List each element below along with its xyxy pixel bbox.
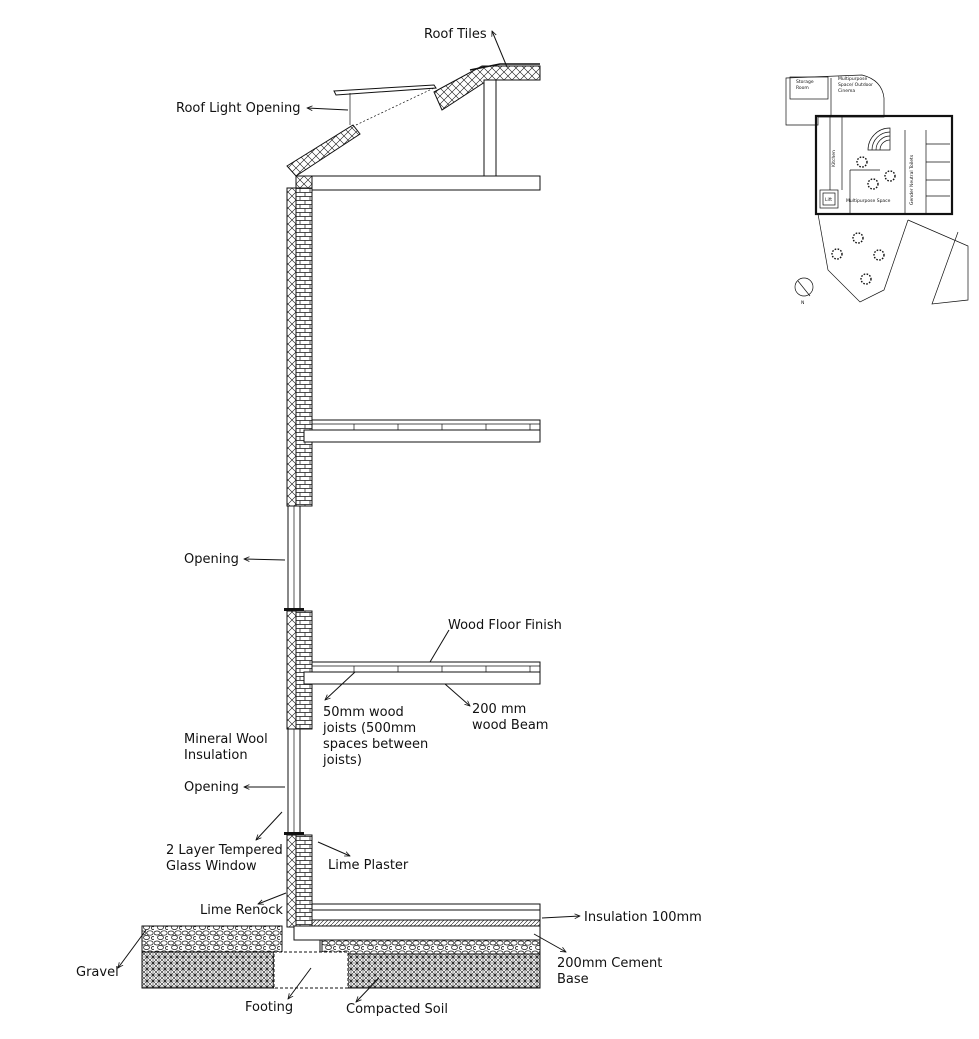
label-insulation: Insulation 100mm (584, 910, 702, 925)
plan-label-toilets: Gender Neutral Toilets (909, 154, 915, 205)
label-gravel: Gravel (76, 965, 119, 980)
plan-building-outline (814, 114, 954, 216)
lower-wall-insulation (286, 834, 297, 928)
roof-right-slope (433, 65, 541, 111)
label-compacted-soil: Compacted Soil (346, 1002, 448, 1017)
section-labels: Roof Tiles Roof Light Opening Opening Wo… (76, 27, 702, 1017)
label-lime-plaster: Lime Plaster (328, 858, 409, 873)
roof-post (483, 79, 497, 191)
upper-floor-deck (311, 419, 541, 431)
footing (273, 951, 349, 989)
gravel-left (141, 925, 283, 953)
label-glass-window: 2 Layer Tempered Glass Window (166, 843, 287, 874)
middle-floor (303, 661, 541, 685)
plan-spiral-stair (867, 127, 891, 151)
plan-lift (819, 189, 839, 209)
plan-label-kitchen: Kitchen (831, 150, 837, 167)
soil-right (347, 953, 541, 989)
label-lime-render: Lime Renock (200, 903, 283, 918)
leader-lines (118, 31, 580, 1002)
label-wood-joists: 50mm wood joists (500mm spaces between j… (322, 705, 432, 768)
plan-outdoor-terrace (817, 213, 909, 303)
ground-floor (293, 903, 541, 941)
roof-assembly (286, 63, 541, 191)
label-wood-beam: 200 mm wood Beam (472, 702, 548, 733)
label-footing: Footing (245, 1000, 293, 1015)
plan-label-storage-room: Storage Room (796, 79, 815, 91)
cement-base (293, 925, 541, 941)
ground-floor-joists (311, 909, 541, 921)
label-opening-upper: Opening (184, 552, 239, 567)
upper-sill (284, 608, 304, 611)
upper-floor-beam (303, 429, 541, 443)
lower-brick-wall (295, 834, 313, 928)
ground-floor-finish (311, 903, 541, 911)
label-roof-tiles: Roof Tiles (424, 27, 487, 42)
upper-floor (303, 419, 541, 443)
foundation (141, 925, 541, 989)
soil-left (141, 951, 275, 989)
label-cement-base: 200mm Cement Base (557, 956, 667, 987)
plan-label-multipurpose-space: Multipurpose Space (846, 198, 891, 204)
plan-label-multipurpose-outdoor: Multipurpose Space/ Outdoor Cinema (838, 76, 874, 94)
upper-wall-insulation (286, 187, 297, 507)
label-roof-light-opening: Roof Light Opening (176, 101, 300, 116)
ceiling-beam (311, 175, 541, 191)
north-arrow (794, 277, 814, 297)
external-wall (284, 187, 313, 928)
insulation-layer (311, 919, 541, 927)
roof-left-slope (286, 124, 361, 177)
plan-outdoor-area (785, 74, 885, 126)
middle-brick-wall (295, 610, 313, 730)
key-plan: N Storage Room Multipurpose Space/ Outdo… (785, 74, 969, 306)
label-wood-floor-finish: Wood Floor Finish (448, 618, 562, 633)
plan-tables (831, 156, 896, 285)
gravel-right (321, 939, 541, 955)
plan-label-lift: Lift (825, 197, 832, 203)
roof-light-panel (333, 84, 437, 96)
wood-beam (303, 671, 541, 685)
wood-floor-finish (311, 661, 541, 673)
plan-storage-room (789, 76, 829, 100)
label-opening-lower: Opening (184, 780, 239, 795)
label-mineral-wool: Mineral Wool Insulation (184, 732, 272, 763)
roof-top-plate (295, 175, 313, 189)
plan-label-north: N (801, 300, 804, 306)
middle-wall-insulation (286, 610, 297, 730)
upper-brick-wall (295, 187, 313, 507)
lower-sill (284, 832, 304, 835)
